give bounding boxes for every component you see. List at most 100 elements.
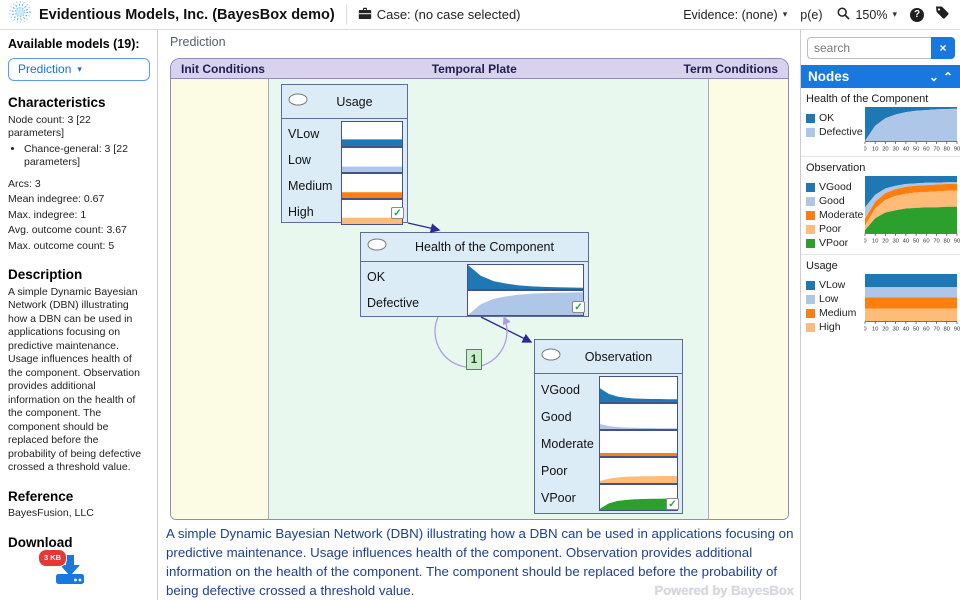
- download-button[interactable]: 3 KB: [38, 549, 92, 590]
- node-title: Health of the Component: [415, 240, 554, 254]
- app-logo-icon: [8, 0, 32, 29]
- state-chart: [467, 264, 584, 290]
- state-row: Low: [282, 147, 403, 173]
- legend-label: Defective: [819, 126, 863, 138]
- node-section-health: Health of the Component OK Defective 010…: [801, 88, 960, 157]
- top-header: Evidentious Models, Inc. (BayesBox demo)…: [0, 0, 960, 30]
- svg-text:50: 50: [913, 327, 919, 333]
- zoom-selector[interactable]: 150% ▾: [837, 7, 897, 23]
- legend: OK Defective: [806, 107, 864, 140]
- node-observation[interactable]: Observation VGood Good: [534, 339, 683, 514]
- temporal-plate-label: Temporal Plate: [431, 61, 517, 76]
- legend-item: High: [806, 321, 864, 333]
- state-chart: [467, 290, 584, 316]
- node-state-rows: OK Defective: [361, 262, 588, 316]
- state-row: VPoor: [535, 484, 678, 511]
- chevron-up-icon[interactable]: ⌃: [942, 69, 953, 84]
- usage-chart: 0102030405060708090: [864, 274, 960, 333]
- caret-down-icon: ▾: [782, 9, 788, 19]
- legend-item: VPoor: [806, 237, 864, 249]
- state-row: Moderate: [535, 430, 678, 457]
- state-label: High: [288, 205, 314, 219]
- svg-text:10: 10: [872, 327, 878, 333]
- pe-button[interactable]: p(e): [800, 8, 822, 22]
- main-canvas: Prediction Init Conditions Temporal Plat…: [158, 30, 800, 600]
- node-header: Observation: [535, 340, 682, 374]
- svg-text:20: 20: [882, 327, 888, 333]
- content-area: Available models (19): Prediction ▾ Char…: [0, 30, 960, 600]
- svg-text:20: 20: [882, 147, 888, 153]
- state-label: Low: [288, 153, 311, 167]
- download-heading: Download: [8, 534, 73, 550]
- search-clear-button[interactable]: ×: [931, 37, 955, 59]
- svg-text:80: 80: [944, 147, 950, 153]
- svg-text:40: 40: [903, 327, 909, 333]
- case-selector[interactable]: Case: (no case selected): [358, 7, 521, 23]
- max-outcome-stat: Max. outcome count: 5: [8, 239, 115, 252]
- node-section-usage: Usage VLow Low Medium High 0102030405060…: [801, 255, 960, 338]
- svg-text:80: 80: [944, 239, 950, 245]
- ellipse-icon: [367, 238, 387, 256]
- state-row: Medium: [282, 173, 403, 199]
- svg-text:70: 70: [933, 147, 939, 153]
- node-type-bullet: Chance-general: 3 [22 parameters]: [24, 143, 149, 170]
- legend-item: OK: [806, 112, 864, 124]
- svg-text:30: 30: [892, 239, 898, 245]
- legend-swatch: [806, 210, 815, 220]
- svg-text:50: 50: [913, 239, 919, 245]
- node-title: Observation: [584, 349, 653, 364]
- search-bar: ×: [801, 30, 960, 65]
- legend-item: Defective: [806, 126, 864, 138]
- help-icon[interactable]: ?: [910, 7, 924, 22]
- legend-item: Medium: [806, 307, 864, 319]
- chevron-down-icon[interactable]: ⌄: [928, 69, 939, 84]
- node-section-observation: Observation VGood Good Moderate Poor VPo…: [801, 157, 960, 255]
- checkmark-icon[interactable]: ✓: [666, 498, 679, 510]
- svg-text:60: 60: [923, 327, 929, 333]
- svg-text:60: 60: [923, 147, 929, 153]
- state-label: Moderate: [541, 436, 594, 451]
- state-chart: [599, 484, 678, 511]
- legend-swatch: [806, 127, 815, 137]
- download-icon: [52, 555, 88, 588]
- svg-text:70: 70: [933, 327, 939, 333]
- evidence-selector[interactable]: Evidence: (none) ▾: [683, 8, 787, 22]
- legend-item: Poor: [806, 223, 864, 235]
- legend: VLow Low Medium High: [806, 274, 864, 335]
- model-dropdown-label: Prediction: [18, 61, 72, 76]
- legend-label: Poor: [819, 223, 842, 235]
- state-chart: [341, 121, 403, 147]
- state-row: Defective: [361, 290, 584, 316]
- checkmark-icon[interactable]: ✓: [572, 301, 585, 313]
- legend-swatch: [806, 322, 815, 332]
- ellipse-icon: [288, 93, 308, 111]
- tag-icon[interactable]: [935, 5, 950, 24]
- arrow-usage-health: [407, 222, 441, 233]
- state-label: Good: [541, 409, 572, 424]
- close-icon: ×: [939, 41, 947, 55]
- node-count-stat: Node count: 3 [22 parameters]: [8, 113, 91, 140]
- checkmark-icon[interactable]: ✓: [391, 207, 404, 219]
- node-header: Usage: [282, 85, 407, 119]
- svg-text:90: 90: [954, 147, 960, 153]
- legend-swatch: [806, 280, 815, 290]
- legend-label: Good: [819, 195, 845, 207]
- node-health[interactable]: Health of the Component OK Defective: [360, 232, 589, 317]
- node-usage[interactable]: Usage VLow Low Me: [281, 84, 408, 225]
- svg-text:10: 10: [872, 239, 878, 245]
- legend-swatch: [806, 113, 815, 123]
- svg-text:40: 40: [903, 147, 909, 153]
- powered-by-label: Powered by BayesBox: [654, 583, 794, 598]
- search-input[interactable]: [807, 37, 931, 59]
- briefcase-icon: [358, 7, 372, 23]
- svg-text:30: 30: [892, 147, 898, 153]
- state-row: High: [282, 199, 403, 225]
- state-label: VLow: [288, 127, 320, 141]
- node-section-title: Health of the Component: [806, 93, 929, 105]
- view-label: Prediction: [170, 35, 226, 49]
- svg-text:20: 20: [882, 239, 888, 245]
- legend-label: VPoor: [819, 237, 849, 249]
- model-dropdown[interactable]: Prediction ▾: [8, 57, 150, 81]
- left-sidebar: Available models (19): Prediction ▾ Char…: [0, 30, 158, 600]
